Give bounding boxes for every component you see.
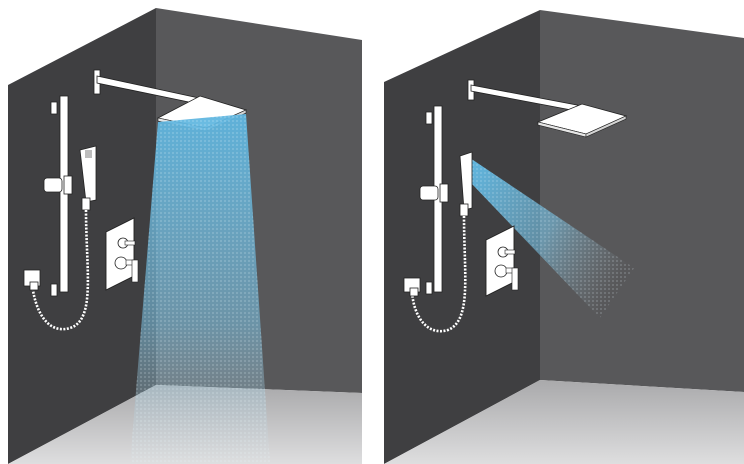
hand-shower [460, 152, 472, 216]
scene-hand-shower [372, 0, 744, 464]
back-wall [540, 10, 744, 392]
scene-rain-shower [0, 0, 372, 464]
